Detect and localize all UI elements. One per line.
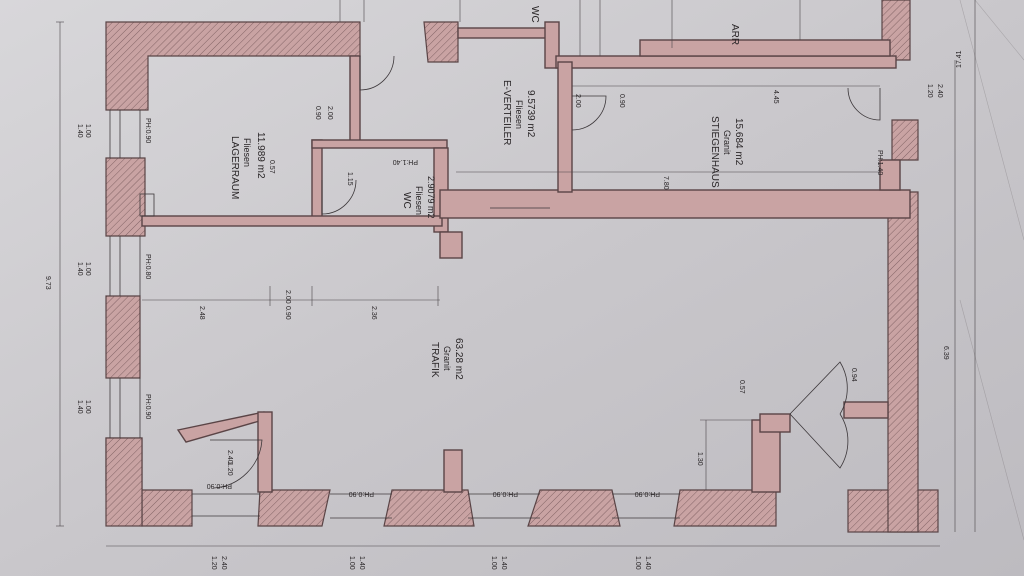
wall-left-3 — [105, 295, 141, 379]
svg-text:1.40: 1.40 — [644, 556, 651, 570]
dim-trafik-seg2: 2.00 — [284, 290, 291, 304]
room-trafik: TRAFIK Granit 63.28 m2 — [429, 338, 464, 380]
window-bottom-1: PH:0.90 — [207, 482, 232, 489]
room-name: WC — [401, 192, 412, 209]
svg-text:1.40: 1.40 — [76, 262, 83, 276]
room-name: LAGERRAUM — [229, 136, 240, 199]
dim-right-overall: 17.41 — [956, 50, 963, 68]
room-name: E-VERTEILER — [501, 80, 512, 145]
dim-door-r-057: 0.57 — [738, 380, 745, 394]
svg-text:1.40: 1.40 — [358, 556, 365, 570]
svg-text:PH:0.90: PH:0.90 — [144, 394, 151, 419]
dim-door-r-094: 0.94 — [850, 368, 857, 382]
wall-bottom-4 — [673, 489, 777, 527]
dim-stieg-width: 4.45 — [772, 90, 779, 104]
svg-text:1.40: 1.40 — [76, 124, 83, 138]
svg-text:1.40: 1.40 — [500, 556, 507, 570]
window-left-1: PH:0.90 — [144, 118, 151, 143]
svg-text:1.00: 1.00 — [490, 556, 497, 570]
window-bottom-2: PH:0.90 — [349, 490, 374, 497]
dim-trafik-seg4: 2.36 — [370, 306, 377, 320]
svg-text:1.00: 1.00 — [348, 556, 355, 570]
room-area: 11.989 m2 — [255, 132, 266, 179]
svg-text:1.00: 1.00 — [84, 262, 91, 276]
wall-left-2 — [105, 157, 146, 237]
wall-bottom-2 — [383, 489, 475, 527]
dim-right-lower: 6.39 — [942, 346, 949, 360]
dim-door-240: 2.40 — [226, 450, 233, 464]
room-everteiler: E-VERTEILER Fliesen 9.5739 m2 — [501, 80, 536, 145]
dim-left-overall: 9.73 — [44, 276, 51, 290]
windows — [109, 110, 680, 519]
room-area: 2.9079 m2 — [426, 176, 436, 219]
room-area: 15.684 m2 — [733, 118, 744, 166]
svg-text:1.20: 1.20 — [210, 556, 217, 570]
svg-text:1.40: 1.40 — [76, 400, 83, 414]
room-material: Fliesen — [414, 186, 424, 215]
room-material: Granit — [722, 130, 732, 155]
dim-wc-057: 0.57 — [268, 160, 275, 174]
dim-right-upper-2: 2.40 — [936, 84, 943, 98]
room-lagerraum: LAGERRAUM Fliesen 11.989 m2 — [229, 132, 266, 199]
svg-text:2.40: 2.40 — [220, 556, 227, 570]
room-area: 9.5739 m2 — [525, 90, 536, 138]
window-bottom-4: PH:0.90 — [635, 490, 660, 497]
window-bottom-3: PH:0.90 — [493, 490, 518, 497]
wall-bottom-3 — [527, 489, 621, 527]
window-stieg: PH:1.40 — [876, 150, 883, 175]
room-wc: WC Fliesen 2.9079 m2 — [401, 176, 436, 219]
window-wc: PH:1.40 — [393, 158, 418, 165]
walls — [105, 0, 939, 533]
wall-right-upper — [891, 119, 919, 161]
room-name: TRAFIK — [429, 342, 440, 378]
room-material: Fliesen — [514, 100, 524, 129]
dim-trafik-seg1: 2.48 — [198, 306, 205, 320]
svg-text:1.00: 1.00 — [84, 124, 91, 138]
room-wc-top: WC — [529, 6, 540, 23]
dim-trafik-seg3: 0.90 — [284, 306, 291, 320]
dimension-labels: 9.73 17.41 6.39 1.20 2.40 2.00 0.90 4.45… — [44, 50, 963, 475]
window-left-3: PH:0.90 — [144, 394, 151, 419]
dim-right-upper-1: 1.20 — [926, 84, 933, 98]
room-name: STIEGENHAUS — [709, 116, 720, 188]
paper-grid — [959, 0, 1024, 541]
dim-lager-200: 2.00 — [326, 106, 333, 120]
dim-wc-115: 1.15 — [346, 172, 353, 186]
svg-text:WC: WC — [529, 6, 540, 23]
window-left-2: PH:0.80 — [144, 254, 151, 279]
window-labels: PH:0.90 1.40 1.00 PH:0.80 1.40 1.00 PH:0… — [76, 118, 883, 570]
dim-door-120: 1.20 — [226, 462, 233, 476]
interior-lines — [56, 0, 976, 547]
svg-text:ARR: ARR — [729, 24, 740, 45]
room-material: Fliesen — [242, 138, 252, 167]
room-area: 63.28 m2 — [453, 338, 464, 380]
wall-top-mid — [423, 21, 459, 63]
wall-top-left — [105, 21, 361, 111]
svg-text:1.00: 1.00 — [84, 400, 91, 414]
wall-bottom-1 — [257, 489, 331, 527]
svg-text:PH:0.80: PH:0.80 — [144, 254, 151, 279]
room-material: Granit — [442, 346, 452, 371]
dim-door-r-130: 1.30 — [696, 452, 703, 466]
dim-stieg-height: 7.80 — [662, 176, 669, 190]
doors — [210, 55, 881, 489]
small-fixture — [139, 193, 155, 217]
dim-lager-090: 0.90 — [314, 106, 321, 120]
dim-top-everteiler-2: 0.90 — [618, 94, 625, 108]
dim-top-everteiler: 2.00 — [574, 94, 581, 108]
room-stiegenhaus: STIEGENHAUS Granit 15.684 m2 — [709, 116, 744, 188]
room-arr-top: ARR — [729, 24, 740, 45]
svg-text:PH:0.90: PH:0.90 — [144, 118, 151, 143]
svg-text:1.00: 1.00 — [634, 556, 641, 570]
